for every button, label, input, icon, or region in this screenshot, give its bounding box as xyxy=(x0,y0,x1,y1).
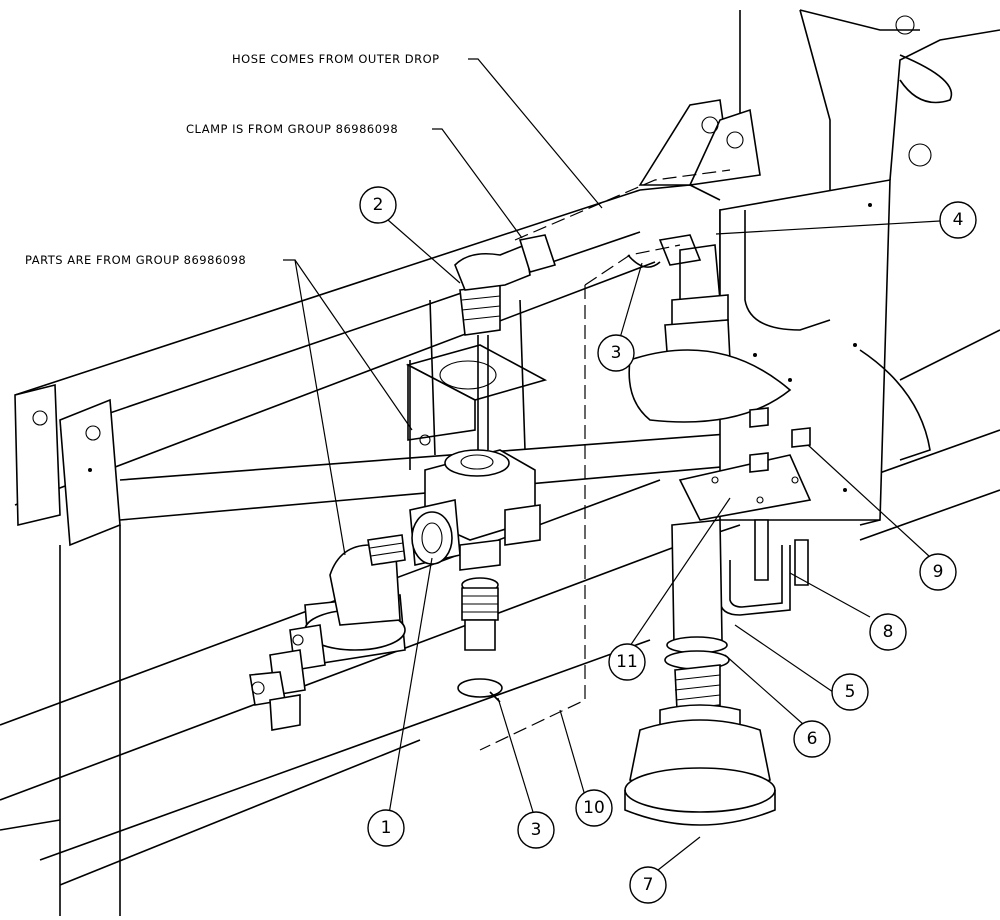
callout-1: 1 xyxy=(367,809,405,847)
callout-3-lower: 3 xyxy=(517,811,555,849)
callout-9-label: 9 xyxy=(933,562,944,582)
callout-1-label: 1 xyxy=(381,818,392,838)
callout-2-label: 2 xyxy=(373,195,384,215)
callout-7-label: 7 xyxy=(643,875,654,895)
mast-frame xyxy=(719,9,1000,526)
callout-3-lower-label: 3 xyxy=(531,820,542,840)
elbow-fitting xyxy=(429,234,557,456)
pressure-regulator xyxy=(249,534,406,731)
callout-6: 6 xyxy=(793,720,831,758)
solenoid-valve xyxy=(409,449,541,571)
callout-10-label: 10 xyxy=(583,798,605,818)
hose-routing xyxy=(479,169,731,751)
callout-8-label: 8 xyxy=(883,622,894,642)
left-end-bracket xyxy=(0,383,121,916)
u-bolt xyxy=(719,519,809,616)
callout-11: 11 xyxy=(608,643,646,681)
barbed-fitting xyxy=(457,577,503,703)
valve-bracket xyxy=(405,344,548,470)
note-hose-comes-from-outer-drop: HOSE COMES FROM OUTER DROP xyxy=(232,52,440,66)
callout-11-label: 11 xyxy=(616,652,638,672)
callout-4-label: 4 xyxy=(953,210,964,230)
callout-8: 8 xyxy=(869,613,907,651)
callout-10: 10 xyxy=(575,789,613,827)
callout-2: 2 xyxy=(359,186,397,224)
callout-3-upper-label: 3 xyxy=(611,343,622,363)
note-clamp-group: CLAMP IS FROM GROUP 86986098 xyxy=(186,122,398,136)
callout-7: 7 xyxy=(629,866,667,904)
upper-drop-assembly xyxy=(627,234,792,423)
callout-4: 4 xyxy=(939,201,977,239)
callout-5: 5 xyxy=(831,673,869,711)
mounting-plate xyxy=(678,407,812,521)
note-leaders xyxy=(283,58,603,556)
upper-clevis xyxy=(638,99,761,186)
callout-leaders xyxy=(387,219,941,871)
callout-6-label: 6 xyxy=(807,729,818,749)
lower-drop-assembly xyxy=(624,519,776,826)
callout-9: 9 xyxy=(919,553,957,591)
callout-3-upper: 3 xyxy=(597,334,635,372)
note-parts-group: PARTS ARE FROM GROUP 86986098 xyxy=(25,253,246,267)
callout-5-label: 5 xyxy=(845,682,856,702)
